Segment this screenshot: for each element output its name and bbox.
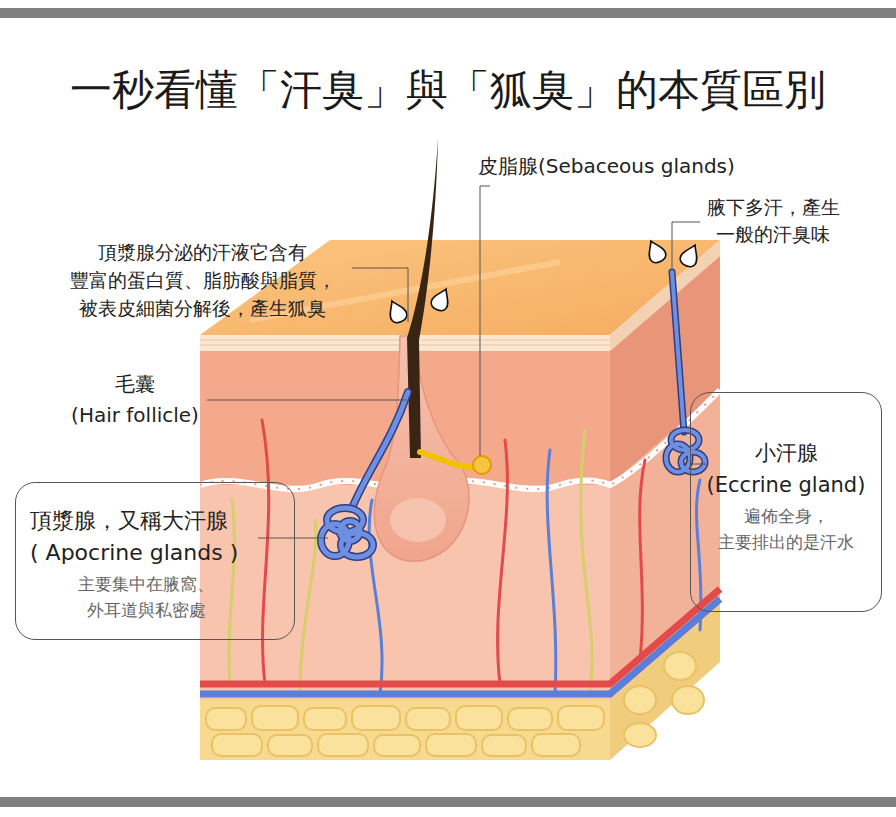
diagram-title: 一秒看懂「汗臭」與「狐臭」的本質區別: [0, 64, 896, 116]
eccrine-gland: [666, 272, 705, 472]
leader-line: [258, 538, 328, 539]
fat-layer: [200, 700, 610, 760]
fat-cell: [672, 686, 704, 714]
fat-cell: [206, 708, 246, 730]
sweat-droplets: [384, 238, 702, 325]
callout-note: 頂漿腺分泌的汗液它含有 豐富的蛋白質、脂肪酸與脂質， 被表皮細菌分解後，產生狐臭: [50, 238, 355, 322]
fat-cell: [456, 706, 502, 730]
gland-duct-outline: [672, 272, 684, 432]
callout-box: 小汗腺(Eccrine gland)遍佈全身， 主要排出的是汗水: [690, 392, 882, 612]
gland-duct: [672, 272, 684, 432]
nerve: [300, 520, 316, 690]
frame-bar: [0, 8, 896, 18]
box-heading: (Eccrine gland): [691, 469, 881, 501]
fat-cell: [268, 735, 312, 756]
fat-cell: [558, 706, 604, 730]
leader-lines: [207, 186, 706, 538]
fat-cell: [664, 652, 696, 680]
leader-line: [352, 268, 408, 322]
gland-duct: [352, 392, 408, 508]
fat-cell: [508, 708, 552, 730]
nerve: [581, 430, 592, 690]
fat-cell: [532, 734, 580, 756]
gland-duct-outline: [352, 392, 408, 508]
fat-cell: [212, 734, 262, 756]
callout-box: 頂漿腺，又稱大汗腺( Apocrine glands )主要集中在腋窩、 外耳道…: [15, 482, 295, 640]
gland-coil-outline: [681, 452, 705, 472]
fat-cell: [304, 708, 346, 730]
artery: [498, 440, 508, 684]
sweat-droplet: [643, 238, 668, 265]
leader-line: [672, 222, 700, 268]
fat-cell: [318, 734, 368, 756]
artery: [262, 420, 269, 684]
follicle-bulb: [390, 498, 446, 542]
part-label: 毛囊: [60, 370, 210, 398]
sweat-droplet: [384, 298, 409, 325]
box-body: 遍佈全身， 主要排出的是汗水: [711, 503, 861, 555]
artery: [640, 460, 645, 660]
box-heading: 頂漿腺，又稱大汗腺: [16, 505, 294, 537]
fat-cell: [352, 706, 400, 730]
sebaceous-duct: [420, 452, 478, 467]
box-body: 主要集中在腋窩、 外耳道與私密處: [66, 571, 226, 623]
fat-cell: [482, 735, 526, 756]
fat-cell: [406, 708, 450, 730]
leader-line: [207, 400, 407, 401]
fat-cell: [252, 706, 298, 730]
fat-cell: [426, 734, 476, 756]
leader-line: [692, 464, 706, 465]
leader-line: [480, 186, 490, 456]
frame-bar: [0, 797, 896, 807]
gland-coil: [681, 452, 705, 472]
fat-cell: [624, 686, 656, 714]
vessels: [229, 420, 701, 694]
vein-band: [200, 599, 720, 694]
apocrine-gland: [321, 392, 408, 557]
nerve: [229, 500, 234, 684]
part-label: 皮脂腺(Sebaceous glands): [478, 152, 808, 180]
callout-note: 腋下多汗，產生 一般的汗臭味: [688, 194, 858, 248]
fat-cell: [624, 723, 656, 747]
sebaceous-gland: [473, 456, 491, 474]
hair-follicle: [374, 336, 469, 561]
sweat-droplet: [429, 286, 454, 313]
vein: [547, 450, 556, 694]
sweat-droplet: [678, 242, 703, 269]
gland-coil: [340, 521, 360, 541]
box-heading: 小汗腺: [691, 437, 881, 469]
box-heading: ( Apocrine glands ): [16, 537, 294, 569]
fat-cell: [374, 735, 420, 756]
gland-coil: [666, 444, 690, 472]
part-label: (Hair follicle): [55, 401, 215, 429]
